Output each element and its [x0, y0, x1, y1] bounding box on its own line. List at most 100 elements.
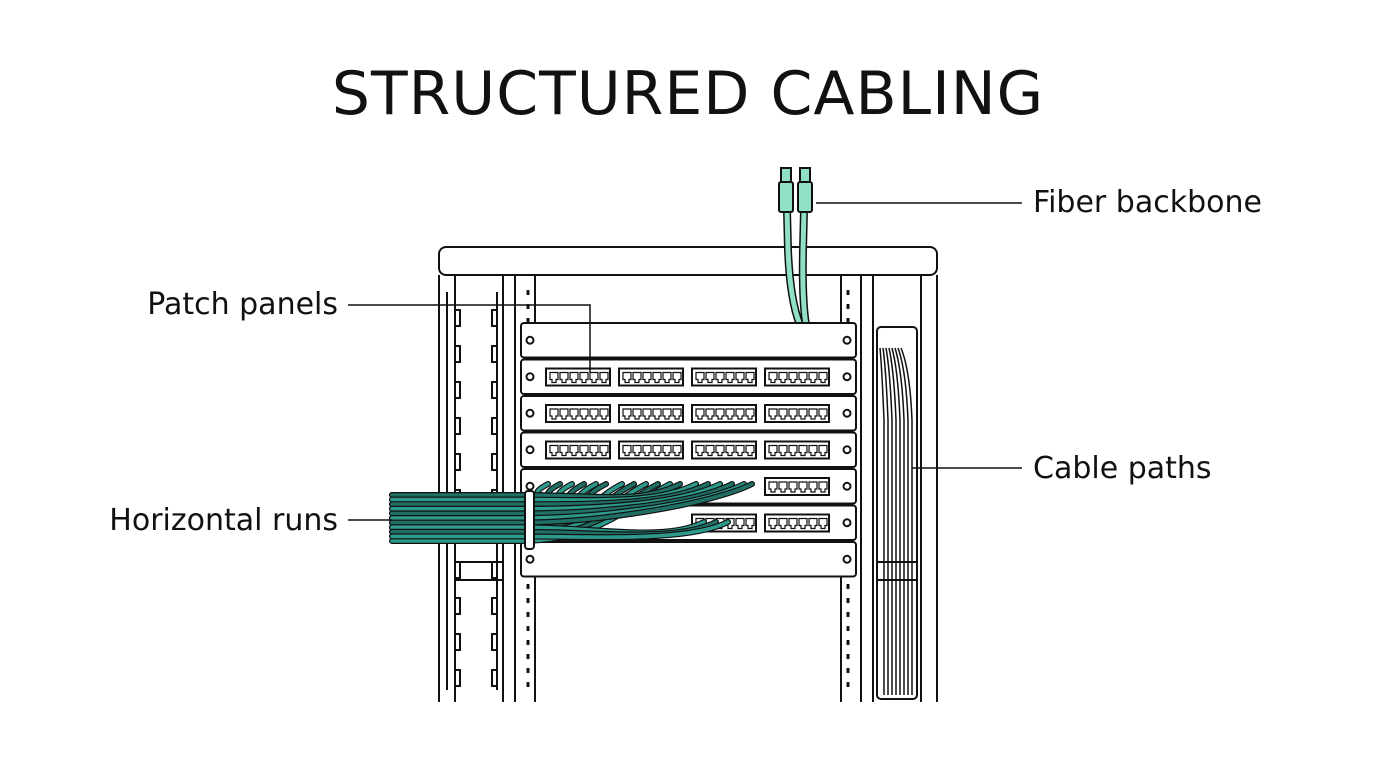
port — [559, 408, 569, 420]
port — [725, 371, 735, 384]
port — [549, 408, 559, 420]
port — [579, 371, 589, 384]
port — [662, 371, 672, 384]
port — [735, 517, 745, 530]
port — [735, 408, 745, 420]
port — [818, 517, 828, 530]
fiber-backbone — [778, 167, 813, 329]
port — [662, 408, 672, 420]
port — [788, 517, 798, 530]
vertical-cable — [879, 347, 885, 695]
port — [725, 408, 735, 420]
port — [642, 408, 652, 420]
port — [735, 444, 745, 457]
cable-paths-label: Cable paths — [1033, 451, 1212, 486]
vertical-cable — [891, 347, 901, 695]
side-slot — [455, 345, 461, 363]
port — [818, 481, 828, 493]
port — [672, 408, 682, 420]
port — [808, 517, 818, 530]
port — [808, 408, 818, 420]
port — [705, 408, 715, 420]
port — [652, 371, 662, 384]
cable-paths — [879, 347, 913, 695]
port — [652, 408, 662, 420]
port — [798, 481, 808, 493]
vertical-cable — [900, 347, 913, 695]
fiber-connector-right — [799, 167, 811, 183]
panel-screw — [842, 372, 852, 382]
port — [745, 444, 755, 457]
side-slot — [491, 417, 497, 435]
side-slot — [455, 597, 461, 615]
vertical-cable-manager — [876, 326, 918, 700]
port — [695, 371, 705, 384]
port — [818, 444, 828, 457]
panel-screw — [525, 408, 535, 418]
patch-leader — [348, 304, 591, 372]
port — [808, 481, 818, 493]
side-slot — [455, 309, 461, 327]
panel-unit — [520, 541, 857, 578]
port — [599, 444, 609, 457]
port — [788, 371, 798, 384]
panel-screw — [842, 481, 852, 491]
panel-screw — [525, 554, 535, 564]
horizontal-runs-label: Horizontal runs — [109, 503, 338, 538]
port — [798, 517, 808, 530]
port — [632, 408, 642, 420]
side-slot — [455, 633, 461, 651]
horizontal-cable — [390, 482, 734, 516]
port — [715, 408, 725, 420]
port — [622, 408, 632, 420]
port — [768, 444, 778, 457]
port — [672, 371, 682, 384]
cable-manager-strap — [876, 561, 918, 581]
port — [695, 408, 705, 420]
side-slot — [491, 597, 497, 615]
side-slot — [491, 309, 497, 327]
port — [652, 444, 662, 457]
panel-screw — [525, 481, 535, 491]
port — [642, 444, 652, 457]
fiber-connector-left — [780, 167, 792, 183]
port — [695, 444, 705, 457]
vertical-cable — [897, 347, 909, 695]
port — [745, 371, 755, 384]
port — [705, 371, 715, 384]
port — [599, 408, 609, 420]
port — [569, 371, 579, 384]
port — [778, 517, 788, 530]
port — [788, 408, 798, 420]
port — [745, 408, 755, 420]
side-slot — [491, 561, 497, 579]
port — [788, 481, 798, 493]
panel-screw — [842, 518, 852, 528]
port — [662, 444, 672, 457]
port — [622, 444, 632, 457]
port — [559, 444, 569, 457]
vertical-cable — [885, 347, 893, 695]
port — [589, 371, 599, 384]
port — [705, 444, 715, 457]
port — [768, 371, 778, 384]
port — [818, 408, 828, 420]
side-slot — [455, 381, 461, 399]
panel-screw — [842, 554, 852, 564]
port — [579, 444, 589, 457]
side-slot — [455, 453, 461, 471]
port — [788, 444, 798, 457]
side-slot — [491, 381, 497, 399]
vertical-cable — [882, 347, 889, 695]
port — [808, 444, 818, 457]
port — [768, 408, 778, 420]
rack-top-cap — [438, 246, 938, 276]
leader-lines — [348, 202, 1022, 521]
port — [589, 408, 599, 420]
port — [672, 444, 682, 457]
port — [599, 371, 609, 384]
fiber-backbone-label: Fiber backbone — [1033, 185, 1262, 220]
side-slot — [491, 345, 497, 363]
side-slot — [491, 633, 497, 651]
port — [579, 408, 589, 420]
